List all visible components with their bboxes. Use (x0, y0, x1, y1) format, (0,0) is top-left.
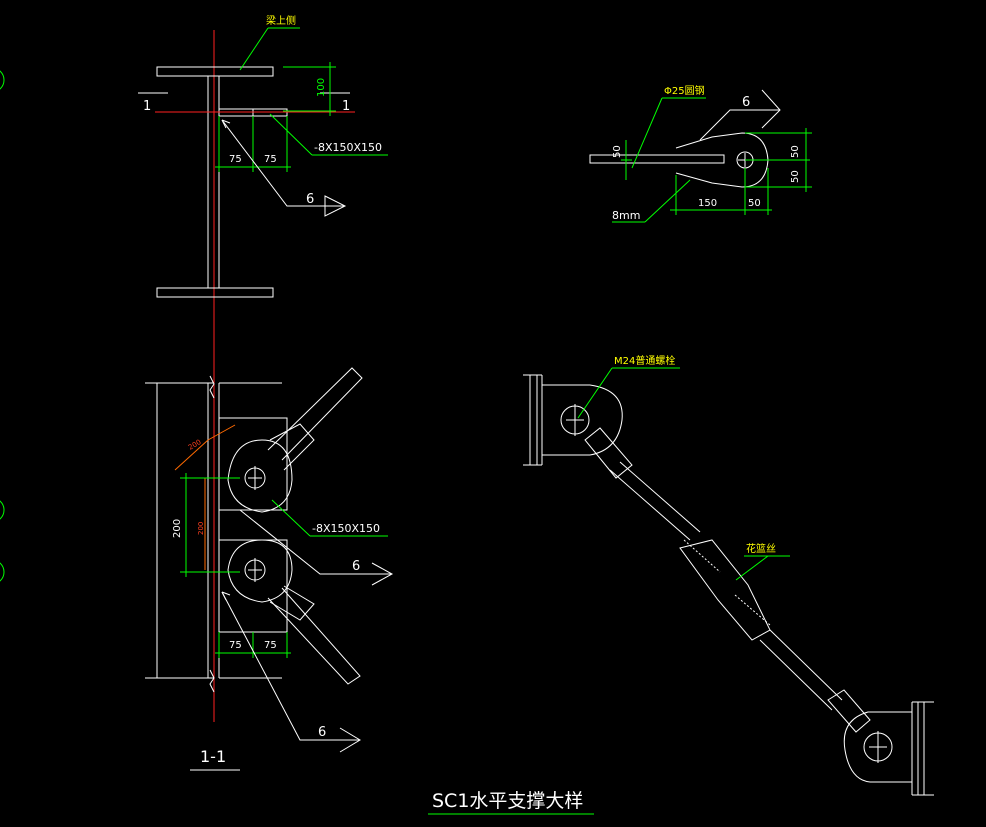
dim-200-red-a: 200 (187, 438, 203, 452)
title-block: SC1水平支撑大样 (428, 790, 594, 815)
section-mark-left: 1 (143, 99, 151, 114)
beam-elevation-view: 1 1 100 梁上侧 -8X150X150 75 75 6 (138, 14, 388, 355)
round-bar-label: Φ25圆钢 (664, 84, 705, 97)
weld-size-bottom: 6 (318, 725, 326, 740)
weld-size-detail: 6 (742, 95, 750, 110)
thickness-label: 8mm (612, 209, 640, 222)
dim-200-red-b: 200 (197, 522, 205, 535)
bolt-spec-label: M24普通螺栓 (614, 354, 675, 367)
upper-rod (267, 367, 363, 461)
turnbuckle-label: 花篮丝 (746, 542, 776, 555)
dim-150: 150 (698, 198, 717, 209)
dim-50-bottom: 50 (790, 170, 801, 183)
diagonal-brace-view: M24普通螺栓 花篮丝 (523, 354, 934, 796)
dim-100: 100 (316, 78, 327, 97)
weld-size-mid: 6 (352, 559, 360, 574)
dim-200: 200 (172, 519, 183, 538)
plate-spec-section: -8X150X150 (312, 522, 380, 535)
section-mark-right: 1 (342, 99, 350, 114)
bottom-flange (156, 287, 274, 298)
beam-top-label: 梁上侧 (266, 14, 296, 27)
dim-75-c: 75 (229, 640, 242, 651)
edge-markers (0, 70, 5, 582)
plate-spec-top: -8X150X150 (314, 141, 382, 154)
dim-50-top: 50 (790, 145, 801, 158)
lower-rod (267, 587, 361, 685)
dim-50-left: 50 (612, 145, 623, 158)
section-1-1-view: 200 200 200 75 75 -8X150X150 6 6 1-1 (145, 350, 394, 771)
dim-75-d: 75 (264, 640, 277, 651)
dim-50-horiz: 50 (748, 198, 761, 209)
dim-75-a: 75 (229, 154, 242, 165)
turnbuckle-body (679, 539, 771, 641)
rod-end-detail: Φ25圆钢 8mm 6 50 50 50 150 50 (589, 84, 812, 223)
dim-75-b: 75 (264, 154, 277, 165)
section-title: 1-1 (200, 747, 226, 766)
round-bar (589, 154, 725, 164)
top-flange (156, 66, 274, 77)
weld-size-top: 6 (306, 192, 314, 207)
drawing-title: SC1水平支撑大样 (432, 790, 583, 812)
